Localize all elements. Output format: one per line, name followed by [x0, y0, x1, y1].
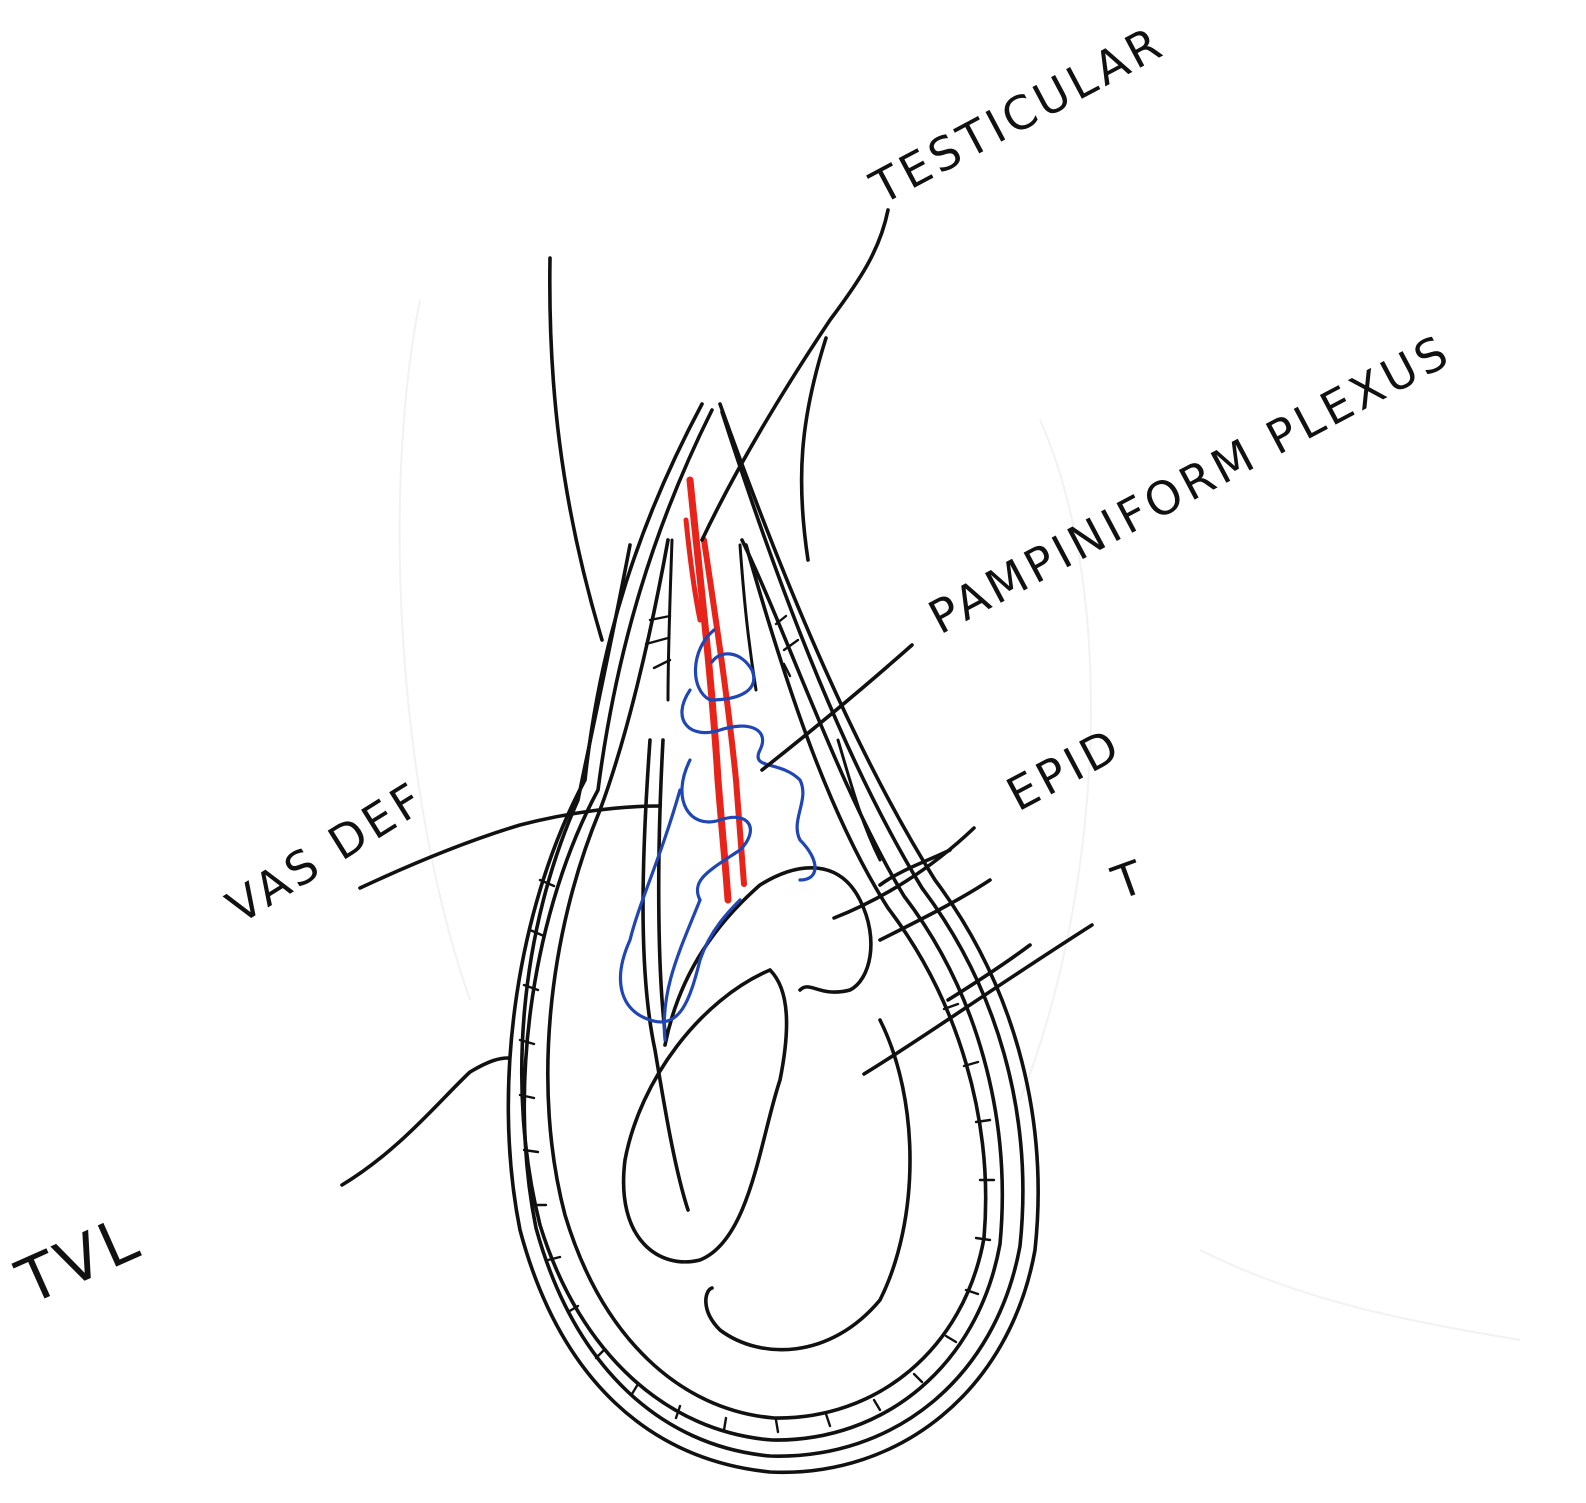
pampiniform-plexus — [620, 630, 815, 1040]
label-testicular: TESTICULAR — [861, 15, 1173, 215]
label-pampiniform: PAMPINIFORM PLEXUS — [920, 323, 1460, 644]
vas-deferens — [643, 740, 688, 1210]
epididymis — [665, 868, 871, 1045]
label-vas-def: VAS DEF — [217, 770, 435, 934]
label-tvl: TVL — [5, 1200, 151, 1319]
spermatic-cord-outer — [550, 258, 826, 640]
scrotal-layers — [508, 404, 1038, 1472]
label-t: T — [1104, 849, 1154, 911]
testis — [624, 970, 910, 1350]
labels: TESTICULAR PAMPINIFORM PLEXUS VAS DEF EP… — [5, 15, 1459, 1319]
testicular-artery — [686, 480, 744, 900]
label-epid: EPID — [998, 717, 1131, 822]
